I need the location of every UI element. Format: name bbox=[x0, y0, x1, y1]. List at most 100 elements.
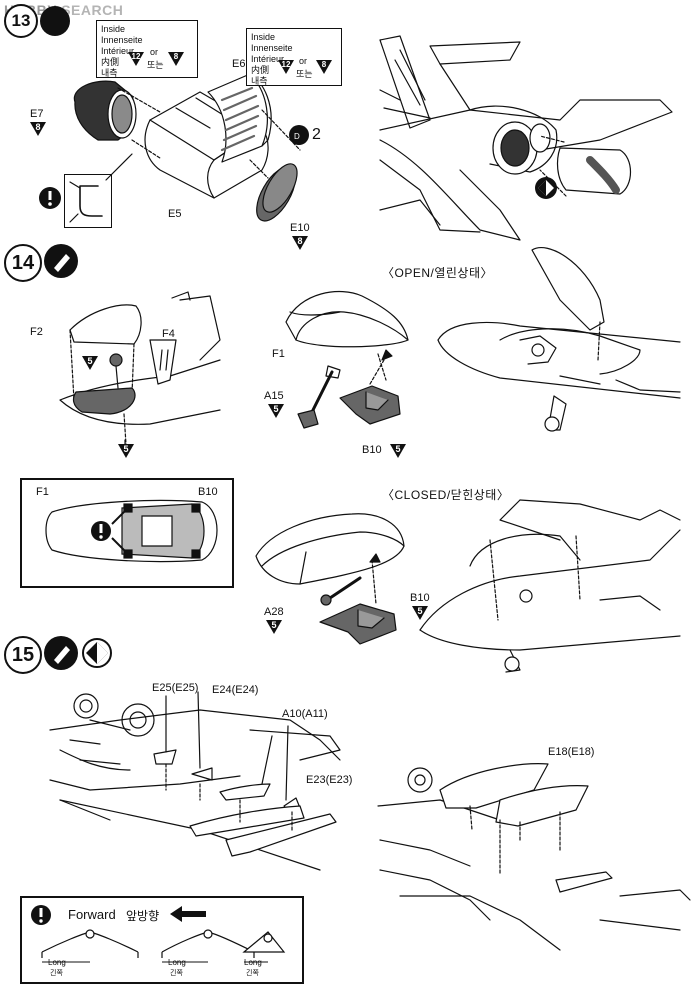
base-color: 5 bbox=[118, 444, 134, 463]
part-a10-label: A10(A11) bbox=[282, 708, 328, 720]
note-right-color-12: 12 bbox=[278, 60, 294, 79]
part-b10-open-color-label: 5 bbox=[395, 444, 401, 454]
step-15-paint-icon bbox=[44, 636, 78, 670]
decal-icon: D bbox=[288, 124, 310, 146]
part-e25-label: E25(E25) bbox=[152, 682, 199, 694]
note-right-color-8: 8 bbox=[316, 60, 332, 79]
step15-forward-legend: Forward 앞방향 Long 긴쪽 Long 긴쪽 Long 긴쪽 bbox=[20, 896, 304, 984]
forward-arrow-icon bbox=[170, 906, 206, 922]
note2-line-3: Intérieur bbox=[251, 54, 285, 64]
part-b10-open-color: 5 bbox=[390, 444, 406, 463]
part-e10-label: E10 bbox=[290, 222, 310, 234]
step-14-paint-icon bbox=[44, 244, 78, 278]
step14-top-view-inset: F1 B10 bbox=[20, 478, 234, 588]
legend-long-1-kr: 긴쪽 bbox=[50, 970, 63, 977]
step14-canopy-f1-open bbox=[285, 290, 409, 348]
part-f4-color: 5 bbox=[82, 356, 98, 375]
inset-canopy-top-view bbox=[45, 499, 218, 563]
step15-aircraft-underside-left bbox=[49, 691, 341, 871]
decal-number: 2 bbox=[312, 126, 321, 143]
step14-cockpit-fuselage bbox=[59, 291, 221, 453]
part-e6-label: E6 bbox=[232, 58, 246, 70]
note-line-4: 内側 bbox=[101, 57, 120, 67]
note-line-3: Intérieur bbox=[101, 46, 135, 56]
part-e5-label: E5 bbox=[168, 208, 182, 220]
note-left-or-kr: 또는 bbox=[147, 60, 164, 70]
part-e18-label: E18(E18) bbox=[548, 746, 595, 758]
part-e10-color-label: 8 bbox=[297, 236, 303, 246]
inset-caution-icon bbox=[90, 520, 112, 542]
step-13-detail-inset bbox=[64, 174, 112, 228]
step14-strut-a28 bbox=[320, 576, 362, 606]
legend-long-1: Long bbox=[48, 958, 66, 967]
part-e10-color: 8 bbox=[292, 236, 308, 255]
note-right-or: or bbox=[299, 56, 308, 66]
part-f4-color-label: 5 bbox=[87, 356, 93, 366]
part-b10-closed-color-label: 5 bbox=[417, 606, 423, 616]
part-a28-color: 5 bbox=[266, 620, 282, 639]
note-left-color-8: 8 bbox=[168, 52, 184, 71]
legend-long-3-kr: 긴쪽 bbox=[246, 970, 259, 977]
part-f1-open-label: F1 bbox=[272, 348, 285, 360]
step14-strut-a15 bbox=[297, 365, 341, 429]
part-b10-closed-label: B10 bbox=[410, 592, 430, 604]
part-a28-color-label: 5 bbox=[271, 620, 277, 630]
step-13-optional-icon bbox=[534, 176, 558, 200]
part-e24-label: E24(E24) bbox=[212, 684, 259, 696]
legend-caution-icon bbox=[30, 904, 52, 926]
note-right-color-8-label: 8 bbox=[321, 60, 327, 69]
step-15-optional-icon bbox=[82, 638, 112, 668]
part-e7-color-label: 8 bbox=[35, 122, 41, 132]
part-e23-label: E23(E23) bbox=[306, 774, 353, 786]
watermark-part2: SEARCH bbox=[56, 2, 124, 18]
part-a15-color: 5 bbox=[268, 404, 284, 423]
step13-inside-note-left: Inside Innenseite Intérieur 内側 내측 bbox=[96, 20, 198, 78]
step14-aircraft-closed bbox=[419, 499, 681, 673]
note-right-or-kr: 또는 bbox=[296, 69, 313, 79]
note-left-color-8-label: 8 bbox=[173, 52, 179, 61]
step-14-number: 14 bbox=[4, 244, 42, 282]
legend-pylon-diagrams bbox=[41, 929, 286, 963]
legend-long-2: Long bbox=[168, 958, 186, 967]
step13-aircraft-rear bbox=[379, 35, 673, 241]
step-13-paint-icon bbox=[40, 6, 70, 36]
inset-f1-label: F1 bbox=[36, 486, 49, 498]
note-line-5: 내측 bbox=[101, 68, 118, 78]
legend-forward-label: Forward bbox=[68, 907, 116, 922]
part-a15-color-label: 5 bbox=[273, 404, 279, 414]
note2-line-5: 내측 bbox=[251, 76, 268, 86]
note-left-color-12: 12 bbox=[128, 52, 144, 71]
part-b10-open-label: B10 bbox=[362, 444, 382, 456]
step15-aircraft-underside-right bbox=[377, 763, 691, 951]
part-f2-label: F2 bbox=[30, 326, 43, 338]
note-left-color-12-label: 12 bbox=[131, 52, 141, 61]
note-left-or: or bbox=[150, 47, 159, 57]
step13-inner-tube-e6 bbox=[207, 73, 272, 163]
base-color-label: 5 bbox=[123, 444, 129, 454]
step14-closed-title: 〈CLOSED/닫힌상태〉 bbox=[382, 488, 510, 502]
step13-disc-e10 bbox=[256, 163, 298, 222]
legend-long-3: Long bbox=[244, 958, 262, 967]
part-e7-label: E7 bbox=[30, 108, 44, 120]
part-b10-closed-color: 5 bbox=[412, 606, 428, 625]
legend-long-2-kr: 긴쪽 bbox=[170, 970, 183, 977]
part-f4-label: F4 bbox=[162, 328, 175, 340]
inset-b10-label: B10 bbox=[198, 486, 218, 498]
step-13-caution-icon bbox=[38, 186, 62, 210]
note-right-color-12-label: 12 bbox=[281, 60, 291, 69]
note2-line-1: Inside bbox=[251, 32, 276, 42]
step-13-number: 13 bbox=[4, 4, 38, 38]
note-line-1: Inside bbox=[101, 24, 126, 34]
note2-line-4: 内側 bbox=[251, 65, 270, 75]
step13-inside-note-right: Inside Innenseite Intérieur 内側 내측 bbox=[246, 28, 342, 86]
part-a28-label: A28 bbox=[264, 606, 284, 618]
part-e7-color: 8 bbox=[30, 122, 46, 141]
step-15-number: 15 bbox=[4, 636, 42, 674]
svg-text:D: D bbox=[294, 132, 300, 141]
step14-open-title: 〈OPEN/열린상태〉 bbox=[382, 266, 494, 280]
note-line-2: Innenseite bbox=[101, 35, 143, 45]
legend-forward-kr: 앞방향 bbox=[126, 909, 160, 923]
step14-hinge-b10 bbox=[339, 385, 401, 425]
step13-exhaust-nozzle-e7 bbox=[73, 80, 137, 141]
